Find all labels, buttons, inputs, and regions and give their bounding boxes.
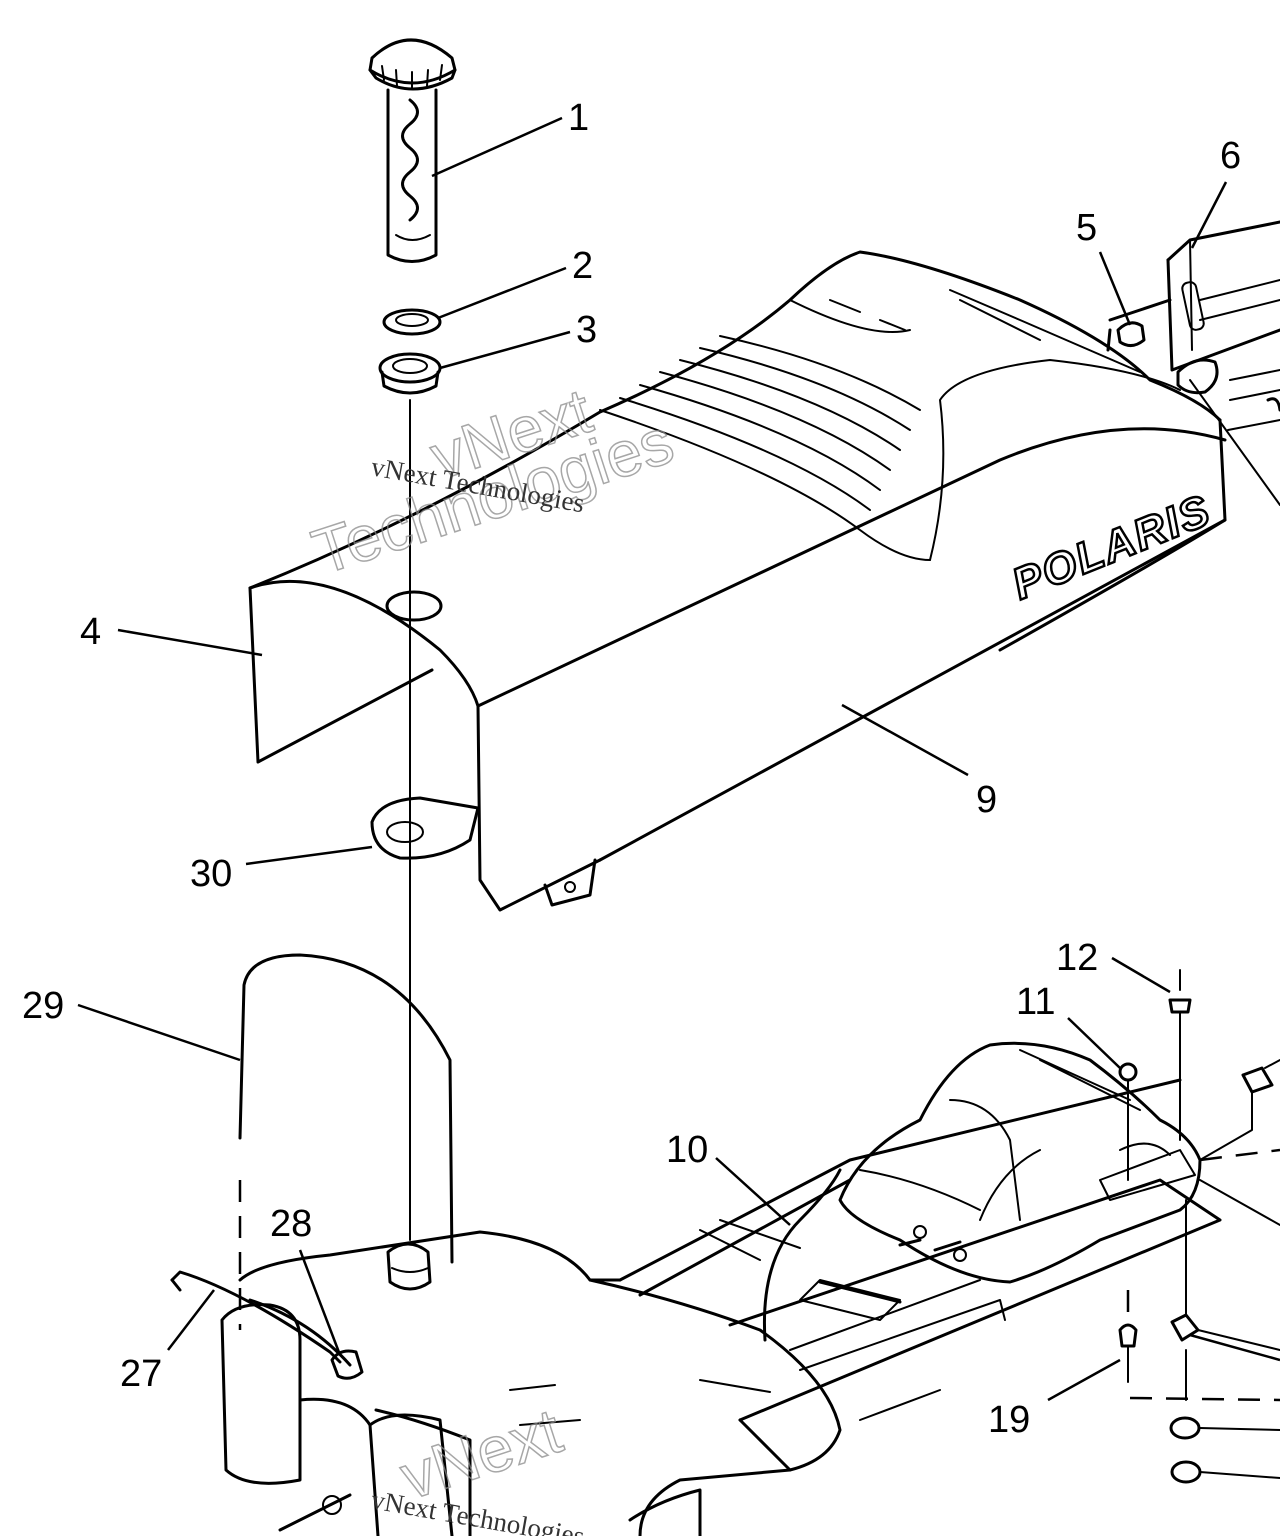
callout-19: 19: [988, 1399, 1030, 1441]
callout-12: 12: [1056, 937, 1098, 979]
chassis-frame: [618, 1078, 1222, 1536]
callout-11: 11: [1016, 981, 1055, 1023]
fastener-part-12: [1168, 969, 1192, 1141]
callout-27: 27: [120, 1353, 162, 1395]
lower-right-hardware: [1129, 1199, 1280, 1484]
fuel-cap-part-1: [368, 38, 457, 263]
callout-3: 3: [576, 309, 597, 351]
hose-part-10: [762, 1168, 842, 1342]
callout-5: 5: [1076, 207, 1097, 249]
callout-9: 9: [976, 779, 997, 821]
rod-part-29: [238, 953, 454, 1264]
callout-6: 6: [1220, 135, 1241, 177]
bracket-part-30: [370, 796, 480, 860]
callout-30: 30: [190, 853, 232, 895]
rear-bracket-part-6: [1106, 220, 1280, 506]
rear-console: [838, 1041, 1202, 1284]
gasket-part-2: [382, 308, 442, 336]
fastener-part-11: [1118, 1062, 1138, 1181]
watermark-upper: vNext Technologies vNext Technologies: [303, 373, 682, 589]
leader-lines: [77, 116, 1280, 1402]
callout-10: 10: [666, 1129, 708, 1171]
bolt-part-19: [1118, 1290, 1138, 1383]
seat-cover-part-9: [248, 250, 1227, 912]
callout-labels: 1 2 3 4 5 6 9 10 11 12 19 27 28 29 30: [22, 97, 1241, 1441]
polaris-brand-logo: POLARIS: [1005, 485, 1218, 609]
fuel-tank: [170, 1230, 842, 1536]
callout-28: 28: [270, 1203, 312, 1245]
callout-1: 1: [568, 97, 589, 139]
callout-4: 4: [80, 611, 101, 653]
right-bracket-bolt: [1199, 1059, 1280, 1161]
nut-part-5: [1116, 321, 1146, 347]
grommet-part-3: [378, 352, 442, 395]
callout-29: 29: [22, 985, 64, 1027]
callout-2: 2: [572, 245, 593, 287]
